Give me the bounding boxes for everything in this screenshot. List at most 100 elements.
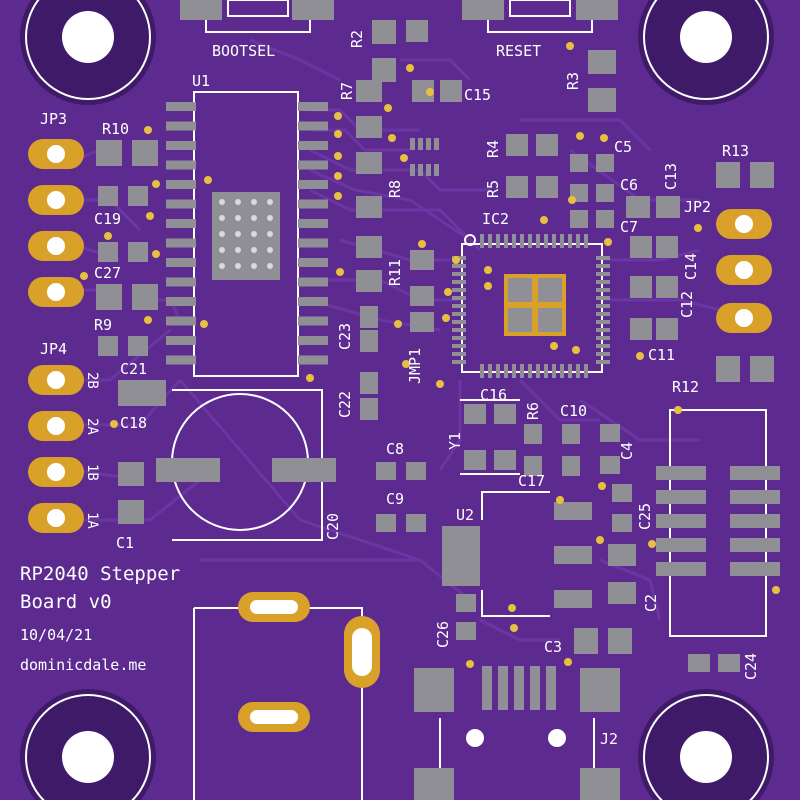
via: [334, 112, 342, 120]
label-C12: C12: [678, 291, 696, 318]
u1-pin: [298, 199, 328, 209]
u2-regulator: [442, 491, 592, 617]
ic2-pin: [480, 364, 484, 378]
via: [144, 316, 152, 324]
label-U2: U2: [456, 506, 474, 524]
ic2-pin: [452, 360, 466, 364]
via: [564, 658, 572, 666]
jp4-header: [28, 365, 84, 533]
jp2-header: [716, 209, 772, 333]
u1-pin: [166, 336, 196, 345]
label-R12: R12: [672, 378, 699, 396]
passive-pad: [128, 336, 148, 356]
passive-pad: [608, 628, 632, 654]
passive-pad: [716, 162, 740, 188]
via: [508, 604, 516, 612]
u1-pin: [166, 219, 196, 228]
u1-pin: [166, 180, 196, 189]
label-C17: C17: [518, 472, 545, 490]
board-date: 10/04/21: [20, 626, 92, 644]
right-ic-pin: [730, 562, 780, 576]
ic2-pin: [520, 234, 524, 248]
passive-pad: [96, 284, 122, 310]
passive-pad: [596, 210, 614, 228]
via: [306, 374, 314, 382]
right-ic-pin: [656, 514, 706, 528]
passive-pad: [98, 186, 118, 206]
ic2-pin: [560, 364, 564, 378]
thermal-via: [267, 263, 273, 269]
via: [334, 192, 342, 200]
thermal-via: [235, 215, 241, 221]
header-hole: [47, 371, 65, 389]
passive-pad: [132, 140, 158, 166]
passive-pad: [376, 462, 396, 480]
thermal-via: [235, 231, 241, 237]
via: [600, 134, 608, 142]
u1-pin: [166, 238, 196, 248]
label-R7: R7: [338, 82, 356, 100]
passive-pad: [612, 514, 632, 532]
via: [152, 250, 160, 258]
ic2-pin: [488, 364, 492, 378]
passive-pad: [360, 372, 378, 394]
passive-pad: [588, 50, 616, 74]
mounting-hole-top-right: [638, 0, 774, 105]
via: [200, 320, 208, 328]
ic2-pin: [528, 364, 532, 378]
ic2-pin: [512, 234, 516, 248]
u1-pin: [166, 277, 196, 287]
pin-label-1A: 1A: [84, 512, 100, 529]
u1-pin: [166, 258, 196, 267]
label-JP3: JP3: [40, 110, 67, 128]
passive-pad: [562, 456, 580, 476]
passive-pad: [656, 236, 678, 258]
via: [772, 586, 780, 594]
bootsel-label: BOOTSEL: [212, 42, 275, 60]
header-hole: [47, 509, 65, 527]
pin-label-2B: 2B: [84, 372, 100, 389]
passive-pad: [608, 582, 636, 604]
passive-pad: [356, 196, 382, 218]
u1-pin: [298, 316, 328, 326]
ic2-pin: [584, 234, 588, 248]
label-C26: C26: [434, 621, 452, 648]
label-R6: R6: [524, 402, 542, 420]
passive-pad: [506, 176, 528, 198]
thermal-via: [219, 199, 225, 205]
thermal-via: [251, 263, 257, 269]
label-JP4: JP4: [40, 340, 67, 358]
u1-pin: [298, 355, 328, 365]
via: [566, 42, 574, 50]
label-JP2: JP2: [684, 198, 711, 216]
right-ic-pin: [730, 490, 780, 504]
label-R11: R11: [386, 259, 404, 286]
passive-pad: [410, 286, 434, 306]
label-R4: R4: [484, 140, 502, 158]
via: [444, 288, 452, 296]
ic2-pin: [488, 234, 492, 248]
passive-pad: [626, 196, 650, 218]
via: [674, 406, 682, 414]
label-R2: R2: [348, 30, 366, 48]
ic2-pin: [596, 336, 610, 340]
label-C18: C18: [120, 414, 147, 432]
via: [576, 132, 584, 140]
via: [334, 130, 342, 138]
ic2-pin: [584, 364, 588, 378]
ic2-pin: [596, 296, 610, 300]
flash-chip: [410, 138, 439, 176]
right-ic-pin: [730, 466, 780, 480]
passive-pad: [600, 456, 620, 474]
thermal-via: [219, 231, 225, 237]
passive-pad: [656, 318, 678, 340]
passive-pad: [750, 162, 774, 188]
ic2-pin: [596, 264, 610, 268]
ic2-pin: [596, 352, 610, 356]
label-JMP1: JMP1: [406, 348, 424, 384]
via: [466, 660, 474, 668]
label-C16: C16: [480, 386, 507, 404]
ic2-pin: [452, 296, 466, 300]
